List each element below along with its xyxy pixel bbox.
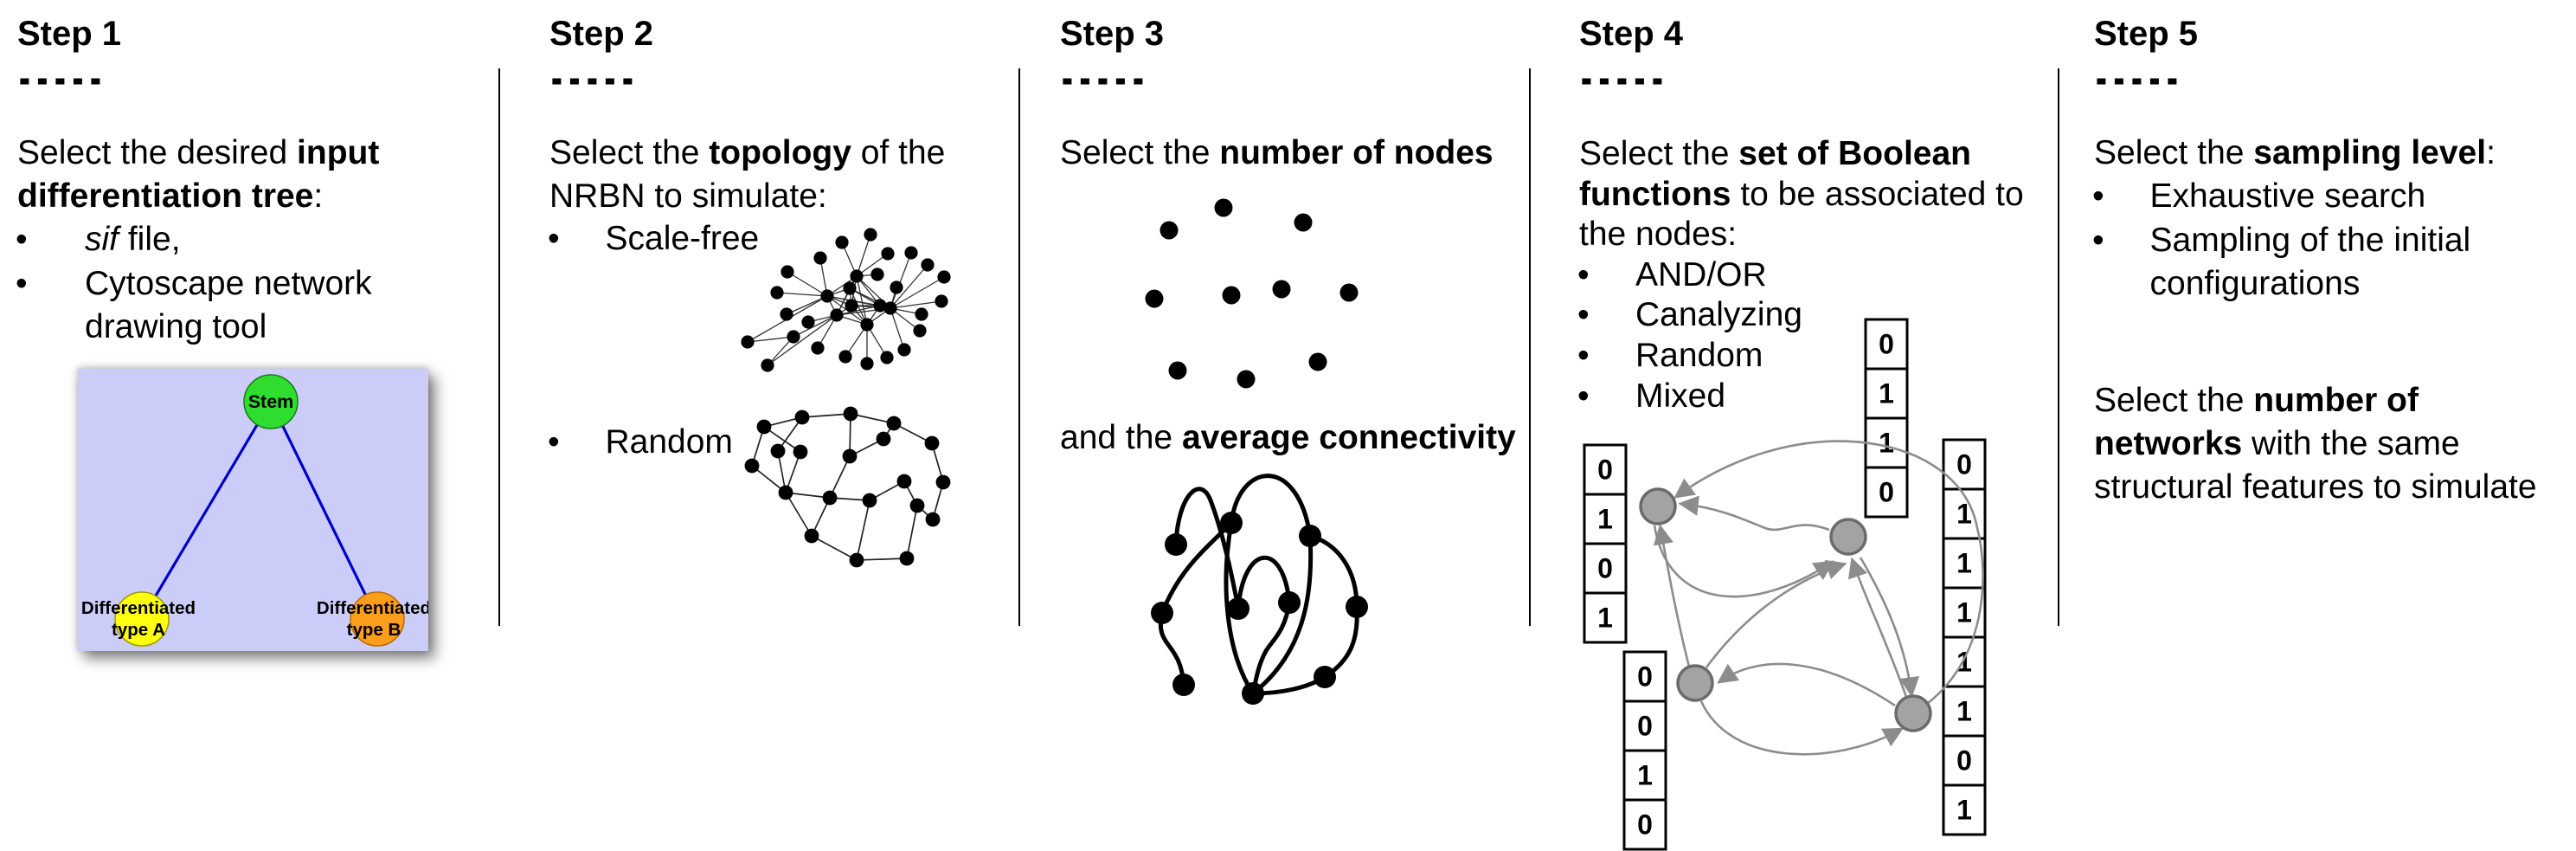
svg-text:1: 1 (1956, 499, 1972, 530)
svg-text:1: 1 (1956, 548, 1972, 579)
svg-text:0: 0 (1879, 477, 1894, 508)
svg-text:type A: type A (112, 620, 165, 640)
svg-text:0: 0 (1597, 455, 1613, 486)
svg-text:1: 1 (1956, 696, 1972, 727)
svg-text:1: 1 (1956, 795, 1972, 826)
svg-text:1: 1 (1956, 597, 1972, 629)
svg-text:0: 0 (1637, 809, 1653, 841)
svg-text:1: 1 (1956, 647, 1972, 678)
svg-text:type B: type B (347, 620, 401, 640)
svg-text:1: 1 (1597, 603, 1613, 634)
svg-text:0: 0 (1956, 745, 1972, 777)
svg-text:0: 0 (1879, 329, 1894, 360)
svg-text:1: 1 (1637, 760, 1653, 791)
svg-text:Differentiated: Differentiated (317, 598, 428, 618)
svg-text:Differentiated: Differentiated (81, 598, 196, 618)
svg-text:Stem: Stem (248, 391, 294, 412)
svg-text:0: 0 (1956, 449, 1972, 480)
svg-text:0: 0 (1637, 661, 1653, 693)
svg-text:0: 0 (1597, 553, 1613, 584)
svg-text:1: 1 (1879, 378, 1894, 409)
svg-text:0: 0 (1637, 711, 1653, 742)
svg-text:1: 1 (1597, 504, 1613, 535)
svg-text:1: 1 (1879, 428, 1894, 459)
